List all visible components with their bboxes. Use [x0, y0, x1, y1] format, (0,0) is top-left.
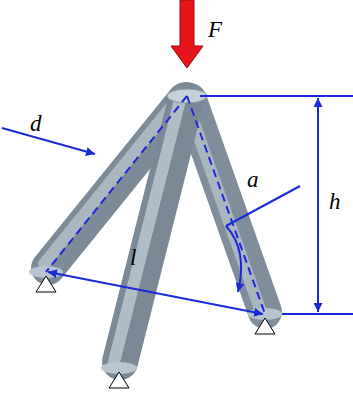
angle-arc	[226, 226, 241, 292]
leader-line	[2, 128, 95, 154]
extension-line	[282, 313, 353, 315]
tripod-leg	[101, 100, 186, 374]
dimension-label: h	[329, 190, 341, 213]
support-symbol	[109, 372, 129, 388]
dimension-label: d	[30, 112, 42, 135]
dimension-line	[48, 272, 263, 314]
force-arrow	[171, 0, 203, 68]
dimension-line	[317, 98, 319, 312]
support-symbol	[255, 318, 275, 334]
dimension-label: a	[247, 168, 259, 191]
axis-line	[46, 96, 187, 272]
axis-line	[187, 96, 265, 314]
dimension-label: l	[130, 246, 136, 269]
extension-line	[200, 95, 353, 97]
support-symbol	[36, 276, 56, 292]
leader-line	[226, 186, 300, 226]
dimension-label: F	[208, 18, 222, 41]
